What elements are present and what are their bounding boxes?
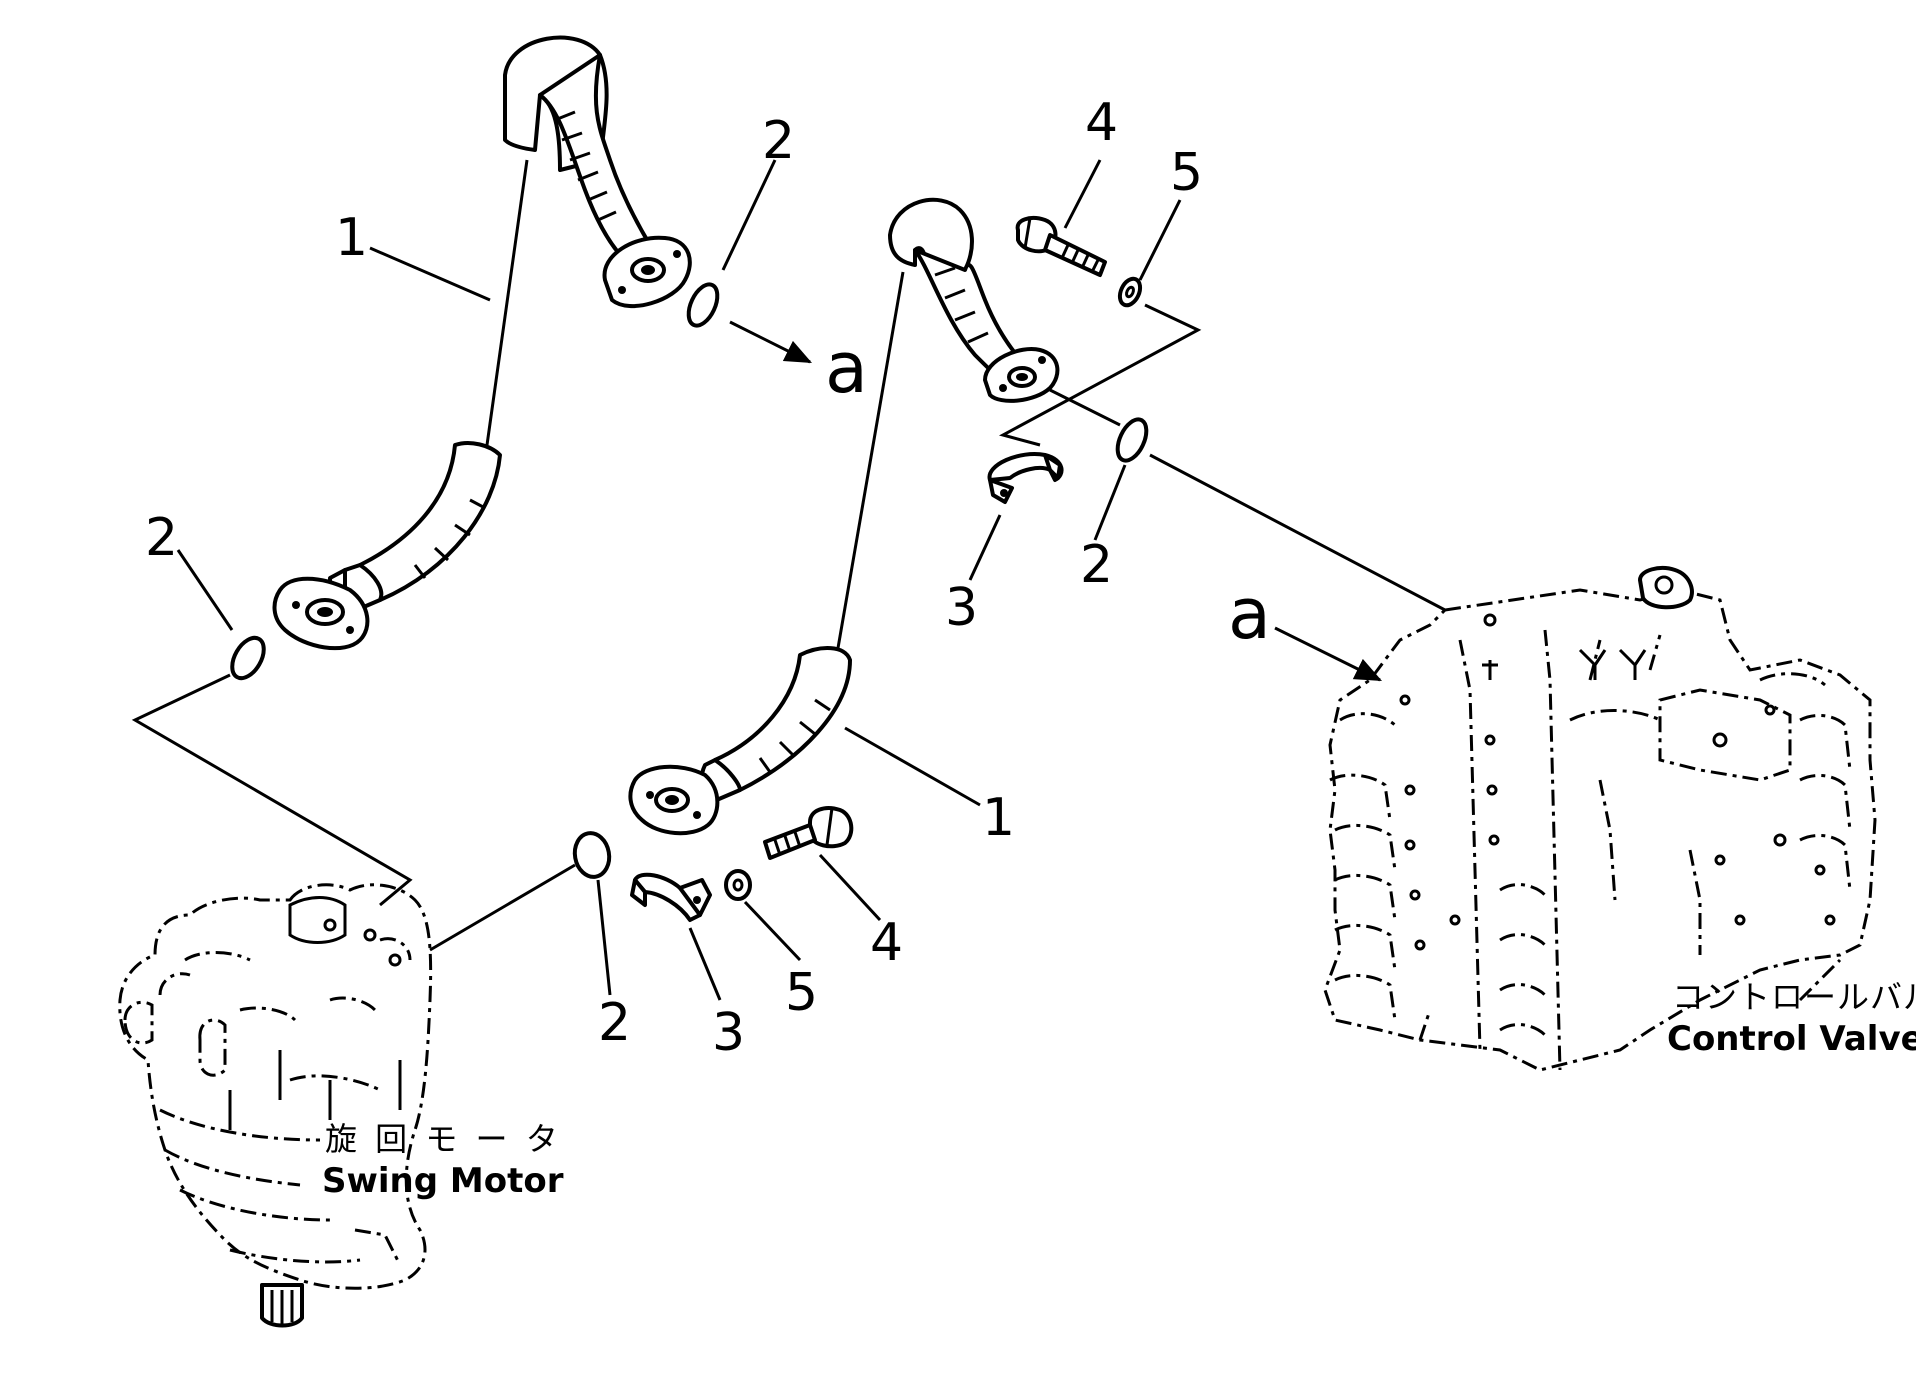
callout-1-lower: 1 bbox=[982, 788, 1015, 848]
callout-1-upper: 1 bbox=[335, 208, 368, 268]
o-ring-lower bbox=[572, 831, 612, 879]
hose-upper bbox=[272, 35, 692, 651]
split-flange-upper bbox=[987, 452, 1064, 504]
bolt-lower bbox=[763, 806, 854, 860]
hose-lower bbox=[628, 197, 1060, 836]
callout-5-lower: 5 bbox=[785, 963, 818, 1023]
bolt-upper bbox=[1015, 216, 1107, 277]
leader-lines bbox=[131, 159, 1446, 1001]
connection-a-valve: a bbox=[1228, 573, 1271, 655]
callout-3-lower: 3 bbox=[712, 1003, 745, 1063]
callout-3-upper: 3 bbox=[945, 578, 978, 638]
callout-2-lower: 2 bbox=[598, 993, 631, 1053]
control-valve-label-en: Control Valve bbox=[1667, 1019, 1916, 1059]
control-valve bbox=[1323, 566, 1877, 1072]
callout-5-upper: 5 bbox=[1170, 143, 1203, 203]
callout-2-left: 2 bbox=[145, 508, 178, 568]
callout-2-upper: 2 bbox=[762, 111, 795, 171]
callout-4-upper: 4 bbox=[1085, 93, 1118, 153]
swing-motor bbox=[118, 883, 433, 1328]
o-ring-left bbox=[230, 635, 266, 681]
callout-4-lower: 4 bbox=[870, 913, 903, 973]
washer-lower bbox=[724, 869, 752, 901]
o-ring-right bbox=[1115, 417, 1149, 463]
swing-motor-label-jp: 旋 回 モ ー タ bbox=[325, 1120, 562, 1158]
washer-upper bbox=[1117, 276, 1143, 308]
o-ring-upper bbox=[686, 282, 720, 328]
swing-motor-label-en: Swing Motor bbox=[322, 1161, 564, 1201]
connection-a-top: a bbox=[825, 327, 868, 409]
split-flange-lower bbox=[630, 872, 712, 922]
control-valve-label-jp: コントロールバルブ bbox=[1672, 978, 1916, 1016]
callout-2-right: 2 bbox=[1080, 535, 1113, 595]
